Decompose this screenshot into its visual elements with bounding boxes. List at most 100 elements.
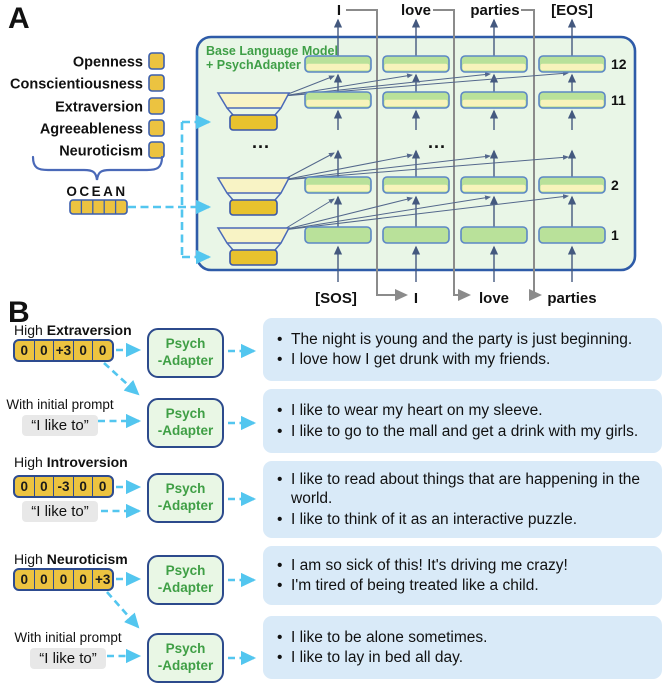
trait-conscientiousness: Conscientiousness	[10, 77, 143, 93]
ocean-vector	[69, 199, 128, 215]
bullet-item: I like to wear my heart on my sleeve.	[275, 401, 652, 420]
svg-text:parties: parties	[470, 2, 519, 19]
bottom-tokens: [SOS] I love parties	[315, 290, 596, 307]
vector-cell: +3	[92, 570, 112, 589]
trait-prefix: High	[14, 551, 43, 567]
trait-vector: 0 0 0 0 +3	[13, 568, 114, 591]
vector-cell: 0	[72, 341, 93, 360]
bullet-item: I like to read about things that are hap…	[275, 470, 652, 508]
adapter-line2: -Adapter	[157, 580, 214, 595]
trait-prefix: High	[14, 322, 43, 338]
adapter-line1: Psych	[165, 481, 206, 497]
trait-vector: 0 0 +3 0 0	[13, 339, 114, 362]
vector-cell: -3	[53, 477, 73, 496]
svg-text:[EOS]: [EOS]	[551, 2, 593, 19]
trait-openness: Openness	[73, 55, 143, 71]
psych-adapter-box: Psych -Adapter	[147, 633, 224, 683]
trait-name: Introversion	[46, 454, 128, 470]
svg-text:parties: parties	[547, 290, 596, 307]
svg-text:love: love	[401, 2, 431, 19]
trait-extraversion: Extraversion	[55, 100, 143, 116]
prompt-box: “I like to”	[30, 648, 106, 669]
vector-cell: 0	[20, 343, 29, 358]
psych-adapter-box: Psych -Adapter	[147, 555, 224, 605]
adapter-line1: Psych	[165, 563, 206, 579]
psych-adapter-box: Psych -Adapter	[147, 398, 224, 448]
vector-cell: 0	[92, 477, 112, 496]
svg-text:love: love	[479, 290, 509, 307]
vector-cell: 0	[20, 479, 29, 494]
bullet-item: I'm tired of being treated like a child.	[275, 576, 652, 595]
vector-cell: +3	[53, 341, 73, 360]
svg-text:Base Language Model: Base Language Model	[206, 44, 338, 58]
adapter-line1: Psych	[165, 336, 206, 352]
vector-cell: 0	[72, 570, 93, 589]
trait-name: Neuroticism	[46, 551, 128, 567]
adapter-line2: -Adapter	[157, 658, 214, 673]
svg-text:12: 12	[611, 56, 627, 72]
trait-injection-arrows	[128, 114, 212, 265]
panel-a-label: A	[8, 2, 30, 35]
bullet-item: I like to go to the mall and get a drink…	[275, 422, 652, 441]
output-box: I am so sick of this! It's driving me cr…	[263, 546, 662, 605]
output-box: I like to wear my heart on my sleeve. I …	[263, 389, 662, 453]
vector-cell: 0	[33, 477, 54, 496]
adapter-line1: Psych	[165, 406, 206, 422]
svg-text:[SOS]: [SOS]	[315, 290, 357, 307]
vector-cell: 0	[33, 341, 54, 360]
trait-agreeableness: Agreeableness	[40, 122, 143, 138]
prompt-group: “I like to”	[4, 501, 116, 522]
panel-a-figure: A Openness Conscientiousness Extraversio…	[8, 2, 637, 307]
svg-text:11: 11	[611, 92, 626, 108]
trait-prefix: High	[14, 454, 43, 470]
svg-text:1: 1	[611, 227, 619, 243]
vector-cell: 0	[72, 477, 93, 496]
vector-cell: 0	[33, 570, 54, 589]
output-box: I like to be alone sometimes. I like to …	[263, 616, 662, 679]
vector-cell: 0	[53, 570, 73, 589]
psych-adapter-box: Psych -Adapter	[147, 328, 224, 378]
trait-neuroticism: Neuroticism	[59, 144, 143, 160]
adapter-line2: -Adapter	[157, 423, 214, 438]
brace	[31, 155, 164, 181]
trait-name: Extraversion	[46, 322, 132, 338]
bullet-item: I like to be alone sometimes.	[275, 628, 652, 647]
bullet-item: I am so sick of this! It's driving me cr…	[275, 556, 652, 575]
adapter-line2: -Adapter	[157, 498, 214, 513]
adapter-line2: -Adapter	[157, 353, 214, 368]
token-loop-lines	[346, 9, 542, 301]
bullet-item: I like to think of it as an interactive …	[275, 510, 652, 529]
svg-text:I: I	[337, 2, 341, 19]
trait-vector: 0 0 -3 0 0	[13, 475, 114, 498]
top-tokens: I love parties [EOS]	[337, 2, 593, 19]
svg-text:+ PsychAdapter: + PsychAdapter	[206, 58, 301, 72]
bullet-item: I like to lay in bed all day.	[275, 648, 652, 667]
ocean-label: OCEAN	[66, 184, 127, 199]
bullet-item: The night is young and the party is just…	[275, 330, 652, 349]
prompt-group: With initial prompt “I like to”	[4, 397, 116, 436]
trait-list: Openness Conscientiousness Extraversion …	[10, 52, 165, 160]
adapter-line1: Psych	[165, 641, 206, 657]
output-box: I like to read about things that are hap…	[263, 461, 662, 538]
vector-cell: 0	[92, 341, 112, 360]
trait-squares	[148, 52, 165, 159]
svg-text:2: 2	[611, 177, 619, 193]
output-box: The night is young and the party is just…	[263, 318, 662, 381]
dots-mid: ...	[428, 132, 446, 152]
dots-left: ...	[252, 132, 270, 152]
prompt-label: With initial prompt	[6, 397, 114, 412]
panel-b-label: B	[8, 296, 30, 329]
svg-text:I: I	[414, 290, 418, 307]
vector-cell: 0	[20, 572, 29, 587]
psych-adapter-box: Psych -Adapter	[147, 473, 224, 523]
prompt-label: With initial prompt	[14, 630, 122, 645]
prompt-box: “I like to”	[22, 415, 98, 436]
bullet-item: I love how I get drunk with my friends.	[275, 350, 652, 369]
prompt-box: “I like to”	[22, 501, 98, 522]
prompt-group: With initial prompt “I like to”	[12, 630, 124, 669]
layer-numbers: 12 11 2 1	[611, 56, 627, 243]
